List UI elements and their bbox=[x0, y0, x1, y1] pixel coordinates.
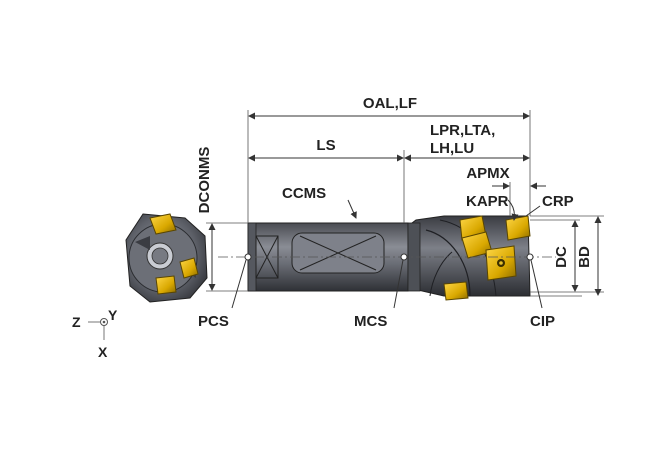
dim-kapr: KAPR bbox=[466, 193, 519, 221]
label-crp: CRP bbox=[542, 193, 574, 210]
end-view-insert-bottom bbox=[155, 275, 177, 295]
axis-y-label: Y bbox=[108, 307, 118, 323]
cip-point bbox=[526, 253, 534, 261]
dim-dc: DC bbox=[553, 220, 579, 292]
dim-ls: LS bbox=[248, 137, 404, 162]
label-kapr: KAPR bbox=[466, 193, 509, 210]
label-lpr-lta: LPR,LTA, bbox=[430, 122, 495, 139]
label-ls: LS bbox=[316, 137, 335, 154]
end-view-insert-top bbox=[149, 213, 177, 235]
label-pcs: PCS bbox=[198, 313, 229, 330]
label-dc: DC bbox=[553, 246, 570, 268]
leader-mcs: MCS bbox=[354, 259, 404, 330]
label-lh-lu: LH,LU bbox=[430, 140, 474, 157]
label-dconms: DCONMS bbox=[196, 147, 213, 214]
axis-x-label: X bbox=[98, 344, 108, 360]
cutter-end-view bbox=[125, 213, 208, 303]
leader-ccms: CCMS bbox=[282, 185, 357, 219]
label-apmx: APMX bbox=[466, 165, 509, 182]
dim-oal-lf: OAL,LF bbox=[248, 95, 530, 120]
insert-top-right bbox=[505, 215, 531, 241]
label-mcs: MCS bbox=[354, 313, 387, 330]
leader-pcs: PCS bbox=[198, 259, 247, 330]
label-bd: BD bbox=[576, 246, 593, 268]
label-oal-lf: OAL,LF bbox=[363, 95, 417, 112]
dim-crp: CRP bbox=[525, 193, 574, 217]
mcs-point bbox=[400, 253, 408, 261]
dim-apmx: APMX bbox=[466, 165, 546, 190]
dim-dconms: DCONMS bbox=[196, 147, 216, 291]
insert-center bbox=[485, 245, 517, 281]
axis-indicator: Z Y X bbox=[72, 307, 118, 360]
end-view-insert-right bbox=[179, 257, 199, 279]
dim-bd: BD bbox=[576, 216, 602, 296]
label-ccms: CCMS bbox=[282, 185, 326, 202]
label-cip: CIP bbox=[530, 313, 555, 330]
dim-lpr-lta-lh-lu: LPR,LTA, LH,LU bbox=[404, 122, 530, 162]
leader-cip: CIP bbox=[530, 259, 555, 330]
axis-z-label: Z bbox=[72, 314, 81, 330]
pcs-point bbox=[244, 253, 252, 261]
insert-bottom bbox=[443, 281, 469, 301]
